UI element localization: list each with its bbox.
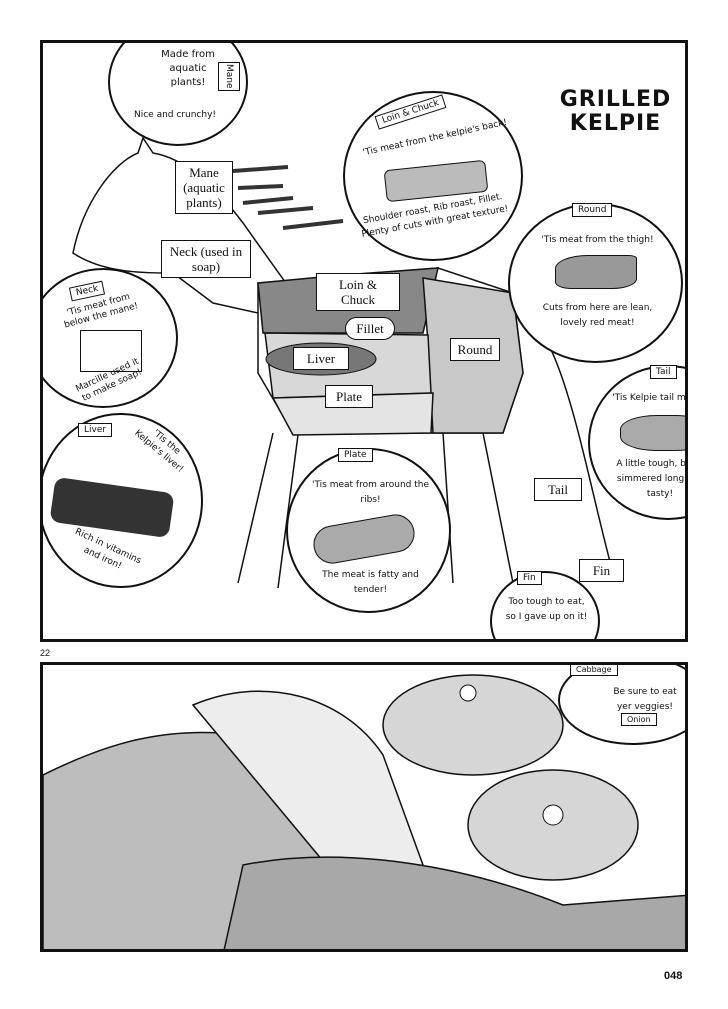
label-plate: Plate [325, 385, 373, 408]
folio-number: 048 [664, 970, 683, 982]
plate-text2: The meat is fatty and tender! [322, 570, 419, 595]
neck-tag: Neck [68, 280, 106, 302]
liver-bubble: Liver 'Tis the Kelpie's liver! Rich in v… [43, 413, 203, 588]
label-loin-chuck: Loin & Chuck [316, 273, 400, 311]
mane-bubble: Made from aquatic plants! Nice and crunc… [108, 43, 248, 146]
label-liver: Liver [293, 347, 349, 370]
meat-cut-image [555, 255, 637, 289]
grilled-meat-illustration [43, 674, 685, 949]
label-tail: Tail [534, 478, 582, 501]
tail-bubble: Tail 'Tis Kelpie tail meat! A little tou… [588, 365, 688, 520]
label-fillet: Fillet [345, 317, 395, 340]
label-mane: Mane (aquatic plants) [175, 161, 233, 214]
food-panel: Cabbage Be sure to eat yer veggies! Onio… [40, 662, 688, 952]
liver-tag: Liver [78, 423, 113, 437]
soap-image [80, 330, 142, 372]
label-neck: Neck (used in soap) [161, 240, 251, 278]
fin-tag: Fin [517, 571, 542, 585]
mane-bubble-text2: Nice and crunchy! [133, 110, 216, 120]
diagram-panel: GRILLED KELPIE Made from aquatic plants!… [40, 40, 688, 642]
round-bubble: Round 'Tis meat from the thigh! Cuts fro… [508, 203, 683, 363]
label-fin: Fin [579, 559, 624, 582]
veggies-text: Be sure to eat yer veggies! [613, 687, 677, 712]
tail-text: 'Tis Kelpie tail meat! [612, 393, 686, 403]
page-title: GRILLED KELPIE [559, 87, 672, 136]
neck-bubble: Neck 'Tis meat from below the mane! Marc… [43, 268, 178, 408]
tail-meat-image [620, 415, 685, 451]
loin-chuck-text2: Shoulder roast, Rib roast, Fillet. Plent… [360, 191, 510, 240]
page-number: 22 [40, 648, 51, 658]
onion-top [382, 674, 564, 776]
round-text2: Cuts from here are lean, lovely red meat… [542, 303, 653, 328]
cabbage-tag: Cabbage [570, 665, 618, 676]
tail-text2: A little tough, but if simmered long, it… [616, 459, 688, 499]
mane-bubble-text: Made from aquatic plants! [161, 49, 215, 88]
mane-tag: Mane [218, 62, 240, 91]
veggies-bubble: Cabbage Be sure to eat yer veggies! [558, 665, 685, 745]
plate-bubble: Plate 'Tis meat from around the ribs! Th… [286, 448, 451, 613]
fin-text: Too tough to eat, so I gave up on it! [505, 597, 588, 622]
round-text: 'Tis meat from the thigh! [541, 235, 654, 245]
loin-chuck-bubble: Loin & Chuck 'Tis meat from the kelpie's… [343, 91, 523, 261]
plate-text: 'Tis meat from around the ribs! [311, 480, 430, 505]
tail-tag: Tail [650, 365, 677, 379]
fin-bubble: Fin Too tough to eat, so I gave up on it… [490, 571, 600, 639]
onion-tag: Onion [621, 713, 657, 726]
plate-meat-image [310, 511, 418, 567]
label-round: Round [450, 338, 500, 361]
round-tag: Round [572, 203, 613, 217]
plate-tag: Plate [338, 448, 373, 462]
